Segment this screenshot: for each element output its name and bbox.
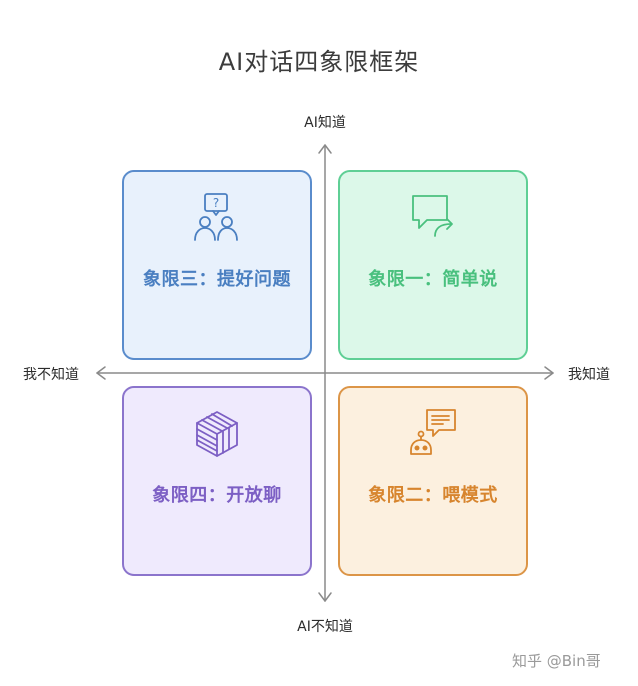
chat-reply-icon <box>412 195 453 237</box>
axis-arrow-left <box>96 366 106 380</box>
svg-text:?: ? <box>213 196 219 210</box>
axis-arrow-right <box>544 366 554 380</box>
robot-message-icon <box>410 409 456 455</box>
question-people-icon: ? <box>194 193 238 241</box>
quadrant-three-label: 象限三：提好问题 <box>143 269 291 290</box>
quadrant-four-label: 象限四：开放聊 <box>152 485 282 506</box>
quadrant-one-label: 象限一：简单说 <box>368 269 498 290</box>
watermark: 知乎 @Bin哥 <box>512 652 601 670</box>
axis-label-left: 我不知道 <box>23 367 79 383</box>
axis-label-right: 我知道 <box>568 367 610 383</box>
axis-label-top: AI知道 <box>304 115 346 131</box>
axis-label-bottom: AI不知道 <box>297 619 353 635</box>
axis-arrow-down <box>318 592 332 602</box>
diagram-title: AI对话四象限框架 <box>218 48 420 76</box>
quadrant-one: 象限一：简单说 <box>338 170 528 360</box>
quadrant-two-label: 象限二：喂模式 <box>368 485 498 506</box>
quadrant-four: 象限四：开放聊 <box>122 386 312 576</box>
cube-icon <box>196 411 238 457</box>
quadrant-three: ? 象限三：提好问题 <box>122 170 312 360</box>
quadrant-two: 象限二：喂模式 <box>338 386 528 576</box>
axis-arrow-up <box>318 144 332 154</box>
